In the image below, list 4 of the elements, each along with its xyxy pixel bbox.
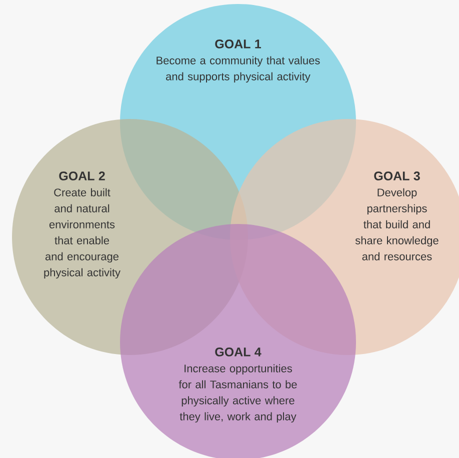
goal-text: GOAL 1 Become a community that values and supports physical activity bbox=[156, 40, 320, 83]
goal-text: GOAL 4 Increase opportunities for all Tasmanians to be physically active where they live, work and play bbox=[178, 348, 297, 423]
goal-text: GOAL 2 Create built and natural environments that enable and encourage physical activity bbox=[44, 172, 120, 279]
goal-text: GOAL 3 Develop partnerships that build and share knowledge and resources bbox=[355, 172, 438, 260]
